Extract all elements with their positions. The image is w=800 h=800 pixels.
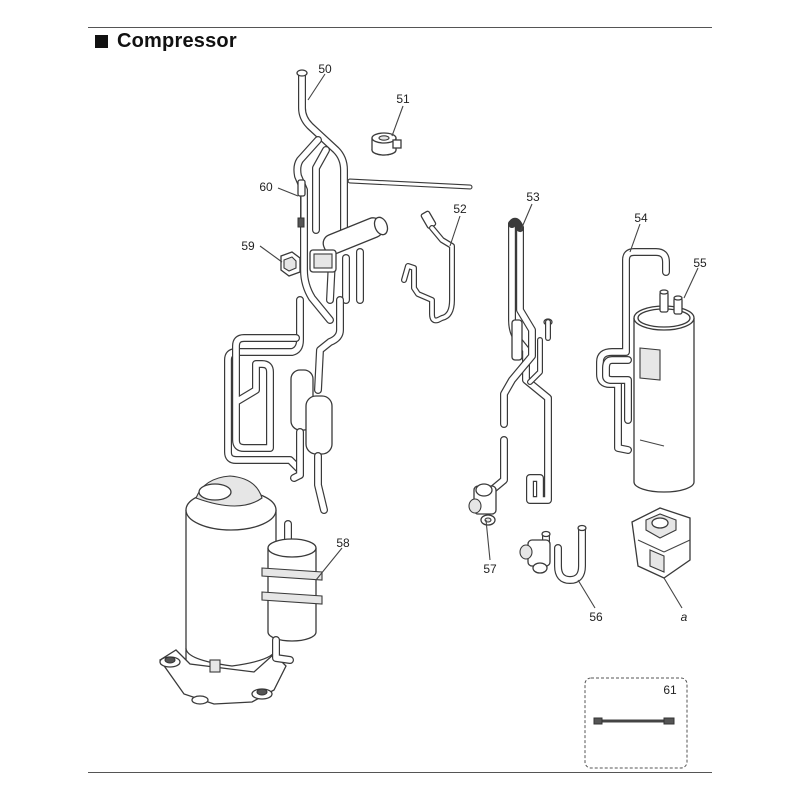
label-60: 60: [259, 180, 273, 194]
label-61: 61: [663, 683, 677, 697]
label-51: 51: [396, 92, 410, 106]
label-55: 55: [693, 256, 707, 270]
label-54: 54: [634, 211, 648, 225]
label-53: 53: [526, 190, 540, 204]
label-52: 52: [453, 202, 467, 216]
leader-lines: [259, 73, 699, 609]
part-55-tank: [633, 289, 695, 493]
section-header: Compressor: [95, 29, 237, 53]
bottom-rule: [88, 772, 712, 773]
part-number-labels: 50 51 52 53 54 55 56 57 58 59 60 61 a: [241, 62, 707, 697]
part-59-clip: [280, 251, 301, 277]
part-56-valve: [519, 524, 587, 584]
label-57: 57: [483, 562, 497, 576]
part-54-pipe: [596, 248, 670, 454]
section-square-icon: [95, 34, 108, 48]
part-51-bushing: [371, 132, 402, 156]
label-56: 56: [589, 610, 603, 624]
part-57-valve: [468, 436, 508, 526]
part-a-bracket: [631, 507, 691, 579]
label-59: 59: [241, 239, 255, 253]
part-52-capillary: [401, 210, 455, 324]
part-58-accumulator: [261, 520, 323, 664]
part-53-pipe-assembly: [500, 217, 553, 504]
main-compressor: [159, 475, 287, 705]
top-rule: [88, 27, 712, 28]
part-60-sensor: [297, 179, 306, 228]
label-58: 58: [336, 536, 350, 550]
section-title: Compressor: [117, 29, 237, 52]
part-50-pipe-assembly: [224, 69, 473, 514]
label-a: a: [681, 610, 688, 624]
part-61-inset: [584, 677, 688, 769]
label-50: 50: [318, 62, 332, 76]
